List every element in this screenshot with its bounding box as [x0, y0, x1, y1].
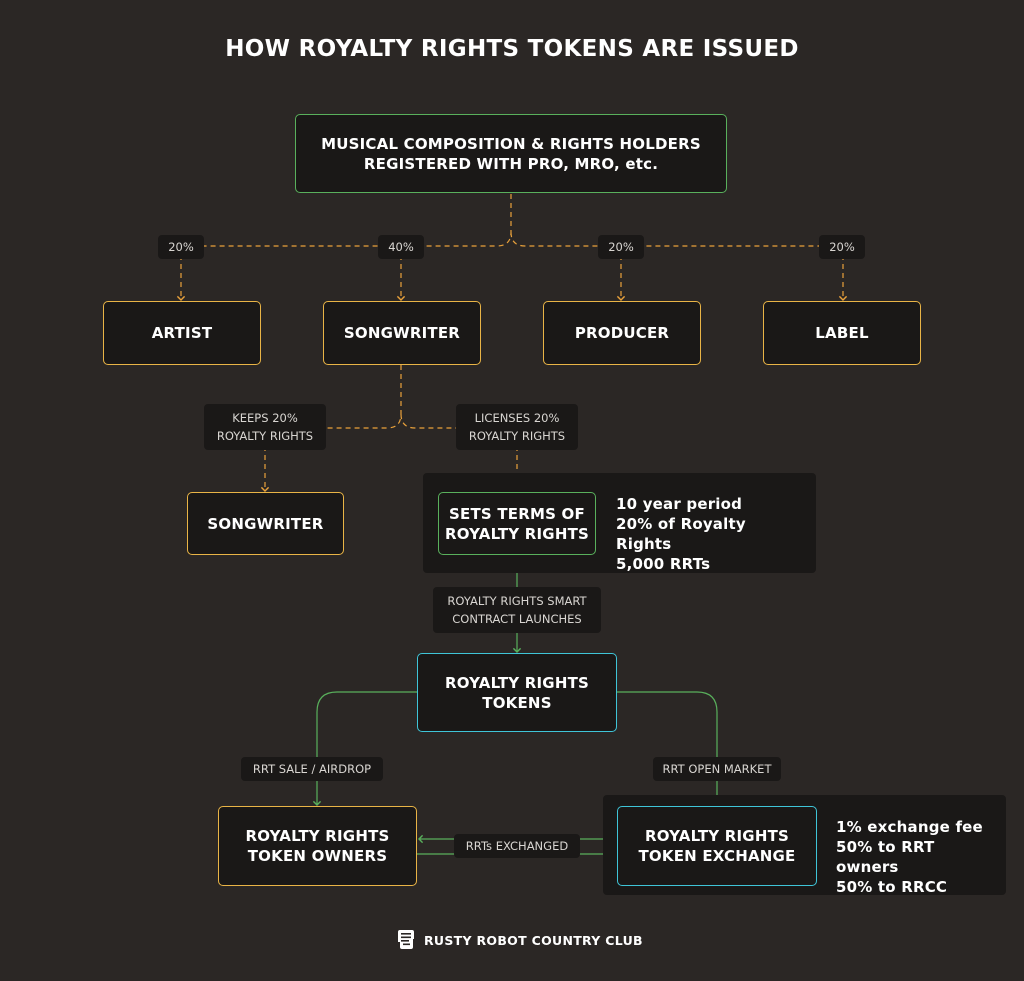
split-chip-label: 20%	[819, 235, 865, 259]
rrts-exchanged-chip: RRTs EXCHANGED	[454, 834, 580, 858]
token-exchange-node: ROYALTY RIGHTS TOKEN EXCHANGE	[617, 806, 817, 886]
songwriter-node: SONGWRITER	[323, 301, 481, 365]
composition-node: MUSICAL COMPOSITION & RIGHTS HOLDERS REG…	[295, 114, 727, 193]
licenses-rights-chip: LICENSES 20% ROYALTY RIGHTS	[456, 404, 578, 450]
robot-head-icon	[396, 928, 416, 953]
keeps-rights-chip: KEEPS 20% ROYALTY RIGHTS	[204, 404, 326, 450]
split-chip-producer: 20%	[598, 235, 644, 259]
songwriter-keeps-node: SONGWRITER	[187, 492, 344, 555]
smart-contract-chip: ROYALTY RIGHTS SMART CONTRACT LAUNCHES	[433, 587, 601, 633]
connector-songwriter-split	[265, 365, 517, 429]
sale-airdrop-chip: RRT SALE / AIRDROP	[241, 757, 383, 781]
split-chip-songwriter: 40%	[378, 235, 424, 259]
producer-node: PRODUCER	[543, 301, 701, 365]
tokens-node: ROYALTY RIGHTS TOKENS	[417, 653, 617, 732]
connector-tokens-to-owners	[312, 691, 417, 807]
page-title: HOW ROYALTY RIGHTS TOKENS ARE ISSUED	[225, 36, 799, 62]
connector-tokens-to-exchange	[617, 691, 722, 807]
open-market-chip: RRT OPEN MARKET	[653, 757, 781, 781]
artist-node: ARTIST	[103, 301, 261, 365]
sets-terms-node: SETS TERMS OF ROYALTY RIGHTS	[438, 492, 596, 555]
brand-footer: RUSTY ROBOT COUNTRY CLUB	[396, 928, 643, 952]
connector-composition-trunk	[181, 194, 843, 247]
terms-details: 10 year period 20% of Royalty Rights 5,0…	[616, 495, 746, 573]
brand-name: RUSTY ROBOT COUNTRY CLUB	[424, 932, 643, 948]
exchange-details: 1% exchange fee 50% to RRT owners 50% to…	[836, 818, 983, 896]
label-node: LABEL	[763, 301, 921, 365]
token-owners-node: ROYALTY RIGHTS TOKEN OWNERS	[218, 806, 417, 886]
split-chip-artist: 20%	[158, 235, 204, 259]
